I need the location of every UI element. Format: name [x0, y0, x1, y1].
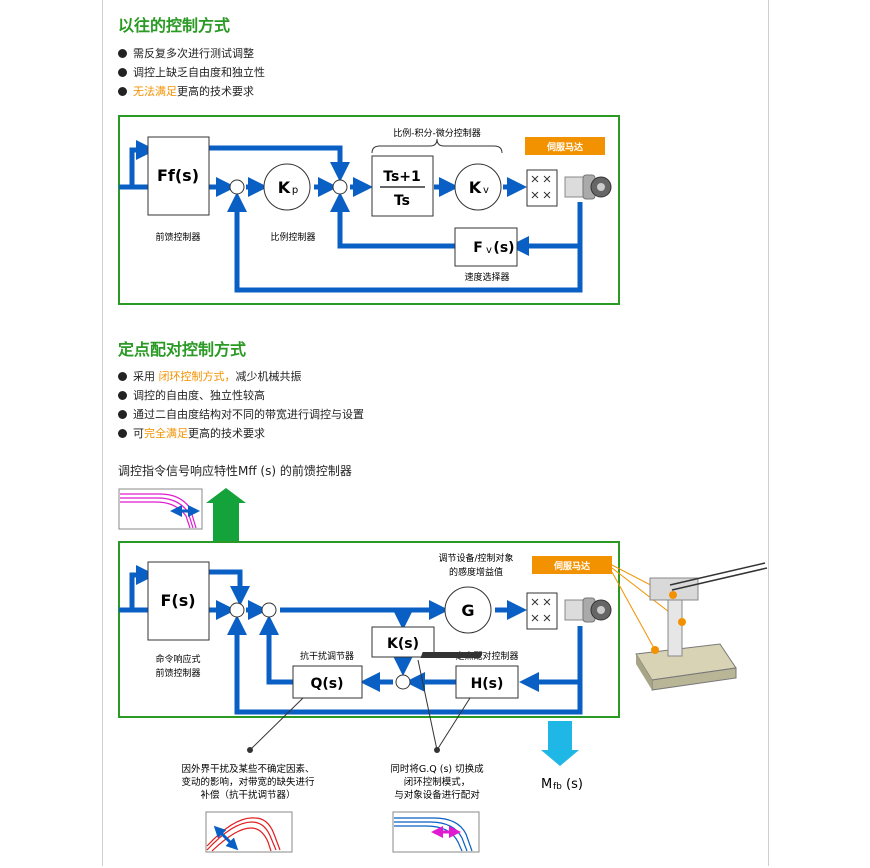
- content-frame: [102, 0, 769, 866]
- section2-title: 定点配对控制方式: [118, 340, 247, 359]
- bullet-text-pre: 可: [133, 427, 144, 440]
- h-label: H(s): [471, 676, 504, 692]
- diagram1: Ff(s) 前馈控制器 K p 比例控制器 比例-积分-微分控制器 Ts+1 T…: [118, 115, 620, 305]
- section1-bullets: 需反复多次进行测试调整调控上缺乏自由度和独立性无法满足更高的技术要求: [118, 44, 265, 101]
- bullet-item: 无法满足更高的技术要求: [118, 82, 265, 101]
- bullet-item: 需反复多次进行测试调整: [118, 44, 265, 63]
- bullet-item: 可完全满足更高的技术要求: [118, 424, 364, 443]
- plant-caption-line1: 调节设备/控制对象: [438, 552, 513, 564]
- bullet-text-pre: 调控上缺乏自由度和独立性: [133, 66, 265, 79]
- fv-caption: 速度选择器: [464, 271, 509, 283]
- g-block: [444, 586, 492, 634]
- note-left-line3: 补偿（抗干扰调节器）: [200, 789, 295, 801]
- servo-tag-2-label: 伺服马达: [553, 560, 590, 572]
- bullet-text-hl: 完全满足: [144, 427, 188, 440]
- bullet-item: 调控上缺乏自由度和独立性: [118, 63, 265, 82]
- kp-block: [263, 163, 311, 211]
- mfb-tail: (s): [566, 777, 583, 792]
- q-block: [292, 665, 363, 699]
- bullet-item: 通过二自由度结构对不同的带宽进行调控与设置: [118, 405, 364, 424]
- fv-tail: (s): [493, 240, 514, 256]
- callout-lines: [249, 659, 471, 751]
- servo-amplifier-1: [526, 169, 558, 207]
- servo-motor-1: [564, 174, 612, 200]
- ff-block-label: Ff(s): [157, 166, 199, 185]
- bullet-text-hl: 闭环控制方式，: [158, 370, 236, 383]
- fv-label: F: [473, 240, 483, 256]
- note-left-line2: 变动的影响，对带宽的缺失进行: [181, 776, 315, 788]
- fraction-numerator: Ts+1: [383, 169, 421, 185]
- gantry-machine-illustration: [420, 562, 768, 691]
- servo-tag-1: [525, 137, 605, 155]
- servo-tag-2: [532, 556, 612, 574]
- note-left-line1: 因外界干扰及某些不确定因素、: [181, 763, 314, 775]
- pid-caption: 比例-积分-微分控制器: [393, 127, 481, 139]
- f-block: [147, 561, 210, 641]
- note-right-line1: 同时将G.Q (s) 切换成: [390, 763, 484, 775]
- mff-label: 调控指令信号响应特性Mff (s) 的前馈控制器: [118, 464, 352, 478]
- servo-motor-2: [564, 597, 612, 623]
- bullet-text-pre: 需反复多次进行测试调整: [133, 47, 254, 60]
- section2-bullets: 采用 闭环控制方式，减少机械共振调控的自由度、独立性较高通过二自由度结构对不同的…: [118, 367, 364, 443]
- diagram2: F(s) 命令响应式 前馈控制器 G 调节设备/控制对象 的感度增益值 K(s)…: [118, 488, 768, 853]
- fv-block: [454, 227, 518, 267]
- bullet-text-post: 减少机械共振: [235, 370, 302, 383]
- section1-title: 以往的控制方式: [118, 16, 231, 35]
- k-label: K(s): [387, 636, 419, 652]
- kv-block: [454, 163, 502, 211]
- bullet-text-pre: 调控的自由度、独立性较高: [133, 389, 265, 402]
- kv-label: K: [469, 178, 482, 197]
- mfb-label: M: [541, 777, 552, 792]
- note-right-line2: 闭环控制模式，: [404, 776, 471, 788]
- mff-up-arrow: [206, 488, 246, 542]
- bullet-text-post: 更高的技术要求: [188, 427, 265, 440]
- q-caption: 抗干扰调节器: [300, 650, 354, 662]
- f-caption-line1: 命令响应式: [155, 653, 200, 665]
- mfb-subscript: fb: [553, 782, 562, 792]
- bullet-item: 调控的自由度、独立性较高: [118, 386, 364, 405]
- callout-dot-left: [247, 747, 253, 753]
- servo-tag-1-label: 伺服马达: [546, 141, 583, 153]
- h-block: [455, 665, 519, 699]
- f-block-label: F(s): [160, 591, 195, 610]
- disturbance-response-thumb: [205, 811, 293, 853]
- kv-subscript: v: [483, 185, 489, 196]
- fraction-denominator: Ts: [394, 193, 410, 209]
- bullet-text-pre: 采用: [133, 370, 159, 383]
- bullet-text-post: 更高的技术要求: [177, 85, 254, 98]
- kp-label: K: [278, 178, 291, 197]
- bullet-text-pre: 通过二自由度结构对不同的带宽进行调控与设置: [133, 408, 364, 421]
- kp-subscript: p: [292, 185, 298, 196]
- fv-subscript: v: [486, 245, 492, 256]
- mff-response-thumb: [118, 488, 203, 530]
- ts-fraction-block: [371, 155, 434, 217]
- pairing-response-thumb: [392, 811, 480, 853]
- sum-junction-a: [229, 602, 245, 618]
- servo-amplifier-2: [526, 592, 558, 630]
- sum-junction-c: [395, 674, 411, 690]
- note-right-line3: 与对象设备进行配对: [394, 789, 480, 801]
- pid-brace: [371, 138, 503, 154]
- sum-junction-1: [229, 179, 245, 195]
- ff-block: [147, 136, 210, 216]
- q-label: Q(s): [310, 676, 343, 692]
- bullet-text-hl: 无法满足: [133, 85, 177, 98]
- sum-junction-b: [261, 602, 277, 618]
- bullet-item: 采用 闭环控制方式，减少机械共振: [118, 367, 364, 386]
- mfb-down-arrow: [541, 721, 579, 766]
- f-caption-line2: 前馈控制器: [155, 667, 200, 679]
- plant-caption-line2: 的感度增益值: [449, 566, 503, 578]
- ff-caption: 前馈控制器: [155, 231, 200, 243]
- callout-dot-right: [434, 747, 440, 753]
- g-label: G: [461, 601, 474, 620]
- kp-caption: 比例控制器: [270, 231, 315, 243]
- sum-junction-2: [332, 179, 348, 195]
